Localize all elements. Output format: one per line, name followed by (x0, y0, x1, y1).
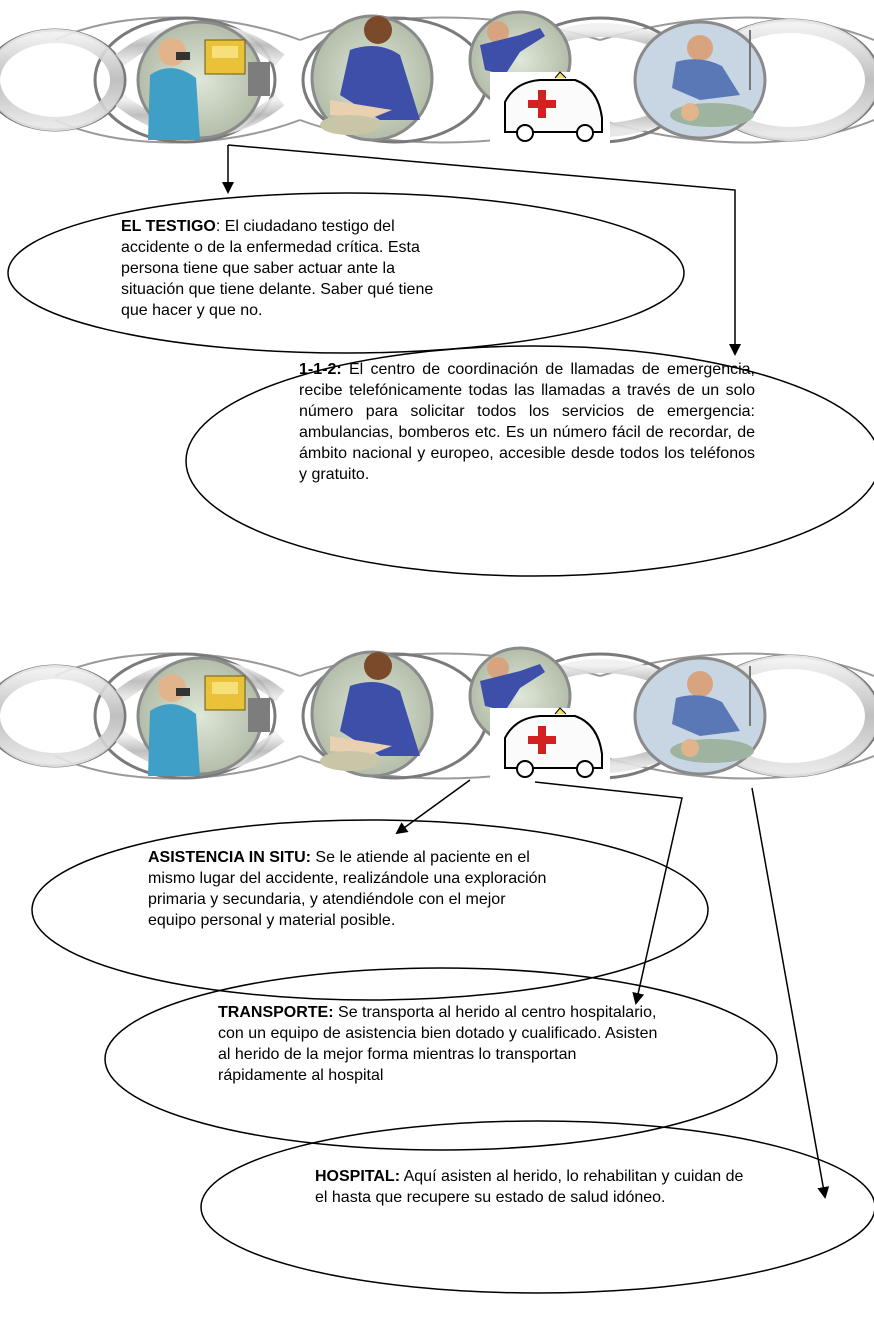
testigo-title: EL TESTIGO (121, 218, 216, 235)
asistencia-title: ASISTENCIA IN SITU: (148, 849, 311, 866)
testigo-sep: : (215, 218, 225, 235)
asistencia-body: Se le atiende al paciente en el mismo lu… (148, 849, 547, 929)
hospital-ellipse (200, 1120, 874, 1294)
hospital-care-icon (633, 656, 767, 776)
asistencia-text: ASISTENCIA IN SITU: Se le atiende al pac… (148, 847, 548, 931)
cpr-rescuer-icon (310, 650, 434, 778)
cpr-rescuer-icon (310, 14, 434, 142)
arrow-to-transporte (534, 781, 683, 1005)
testigo-ellipse (7, 192, 685, 354)
emergency-112-text: 1-1-2: El centro de coordinación de llam… (299, 359, 755, 485)
testigo-text: EL TESTIGO: El ciudadano testigo del acc… (121, 216, 451, 322)
arrow-to-asistencia (395, 779, 471, 835)
emergency-112-title: 1-1-2: (299, 361, 342, 378)
transporte-text: TRANSPORTE: Se transporta al herido al c… (218, 1002, 658, 1086)
chain-of-survival-banner-1 (0, 10, 874, 148)
emergency-112-body: El centro de coordinación de llamadas de… (299, 361, 755, 483)
phone-witness-icon (136, 656, 270, 776)
ambulance-icon (468, 10, 610, 148)
hospital-body: Aquí asisten al herido, lo rehabilitan y… (315, 1168, 744, 1206)
hospital-text: HOSPITAL: Aquí asisten al herido, lo reh… (315, 1166, 747, 1208)
hospital-title: HOSPITAL: (315, 1168, 401, 1185)
emergency-112-ellipse (185, 345, 874, 577)
transporte-body: Se transporta al herido al centro hospit… (218, 1004, 658, 1084)
arrow-to-112 (227, 144, 741, 356)
chain-of-survival-banner-2 (0, 646, 874, 784)
asistencia-ellipse (31, 819, 709, 1001)
phone-witness-icon (136, 20, 270, 140)
arrow-to-hospital (751, 787, 830, 1199)
ambulance-icon (468, 646, 610, 784)
transporte-title: TRANSPORTE: (218, 1004, 334, 1021)
transporte-ellipse (104, 967, 778, 1151)
hospital-care-icon (633, 20, 767, 140)
testigo-body: El ciudadano testigo del accidente o de … (121, 218, 434, 319)
emergency-112-sep (342, 361, 349, 378)
